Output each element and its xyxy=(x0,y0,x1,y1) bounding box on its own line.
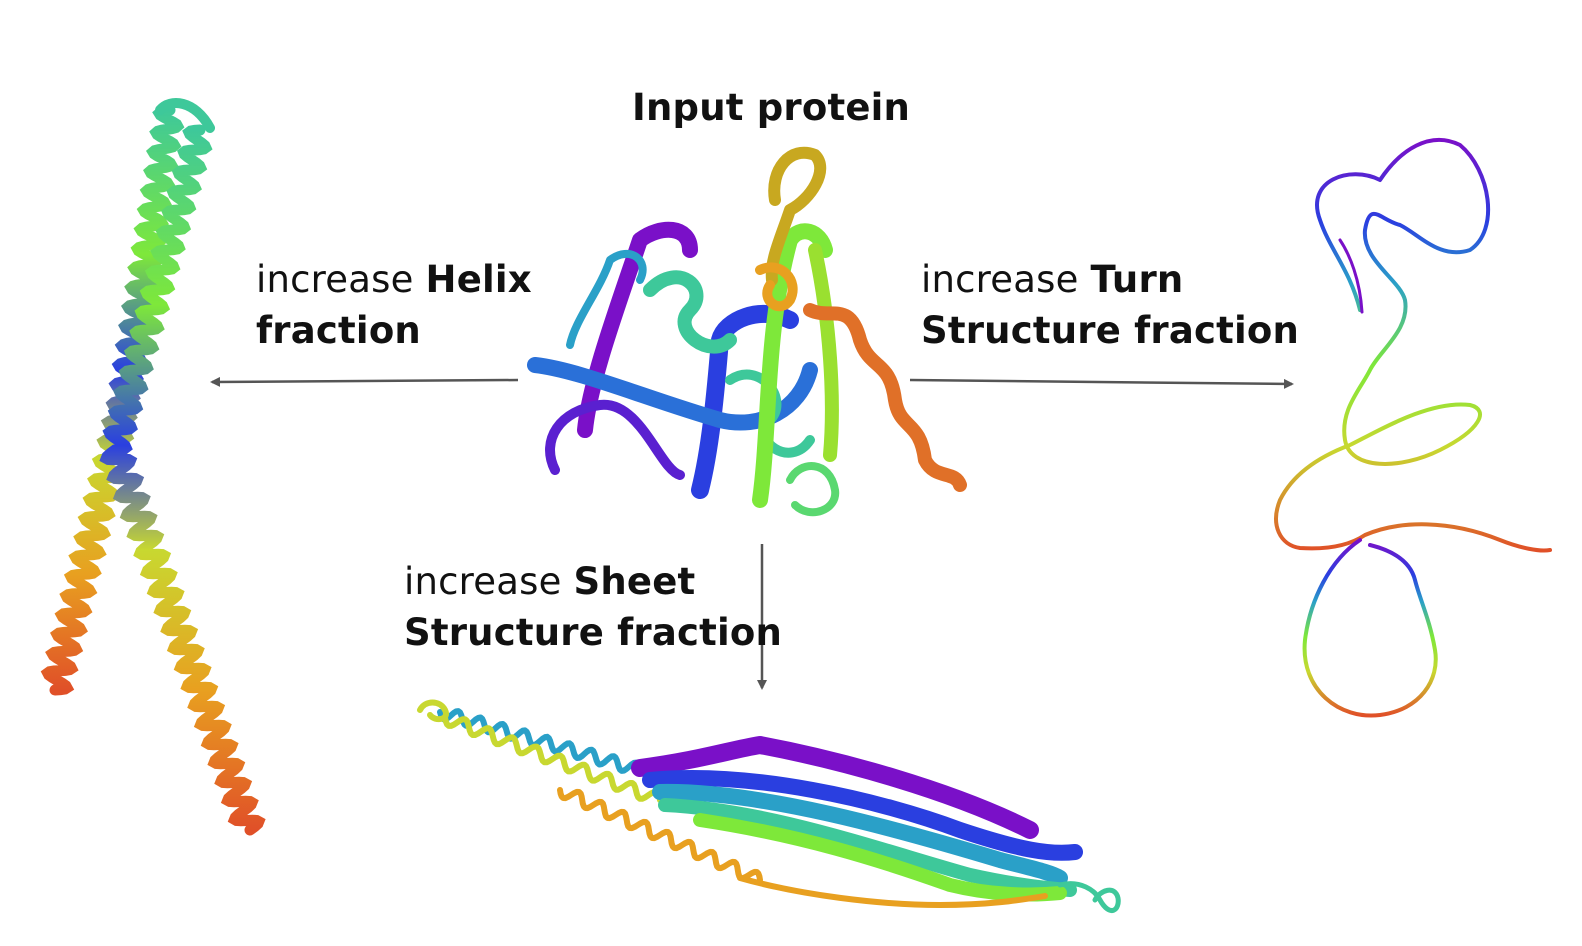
input-protein xyxy=(527,146,967,517)
sheet-term: Sheet xyxy=(573,560,696,603)
sheet-protein xyxy=(417,699,1121,913)
turn-suffix: Structure fraction xyxy=(921,309,1300,352)
turn-term: Turn xyxy=(1090,258,1184,301)
helix-suffix: fraction xyxy=(256,309,421,352)
turn-protein xyxy=(1274,138,1552,718)
turn-prefix: increase xyxy=(921,258,1079,301)
turn-label: increase Turn Structure fraction xyxy=(921,254,1299,356)
sheet-label: increase Sheet Structure fraction xyxy=(404,556,782,658)
arrow-left xyxy=(210,376,519,387)
helix-protein xyxy=(40,98,266,836)
input-protein-title: Input protein xyxy=(632,86,911,129)
arrow-right xyxy=(909,378,1294,389)
helix-label: increase Helix fraction xyxy=(256,254,532,356)
helix-term: Helix xyxy=(425,258,532,301)
helix-prefix: increase xyxy=(256,258,414,301)
sheet-prefix: increase xyxy=(404,560,562,603)
sheet-suffix: Structure fraction xyxy=(404,611,783,654)
